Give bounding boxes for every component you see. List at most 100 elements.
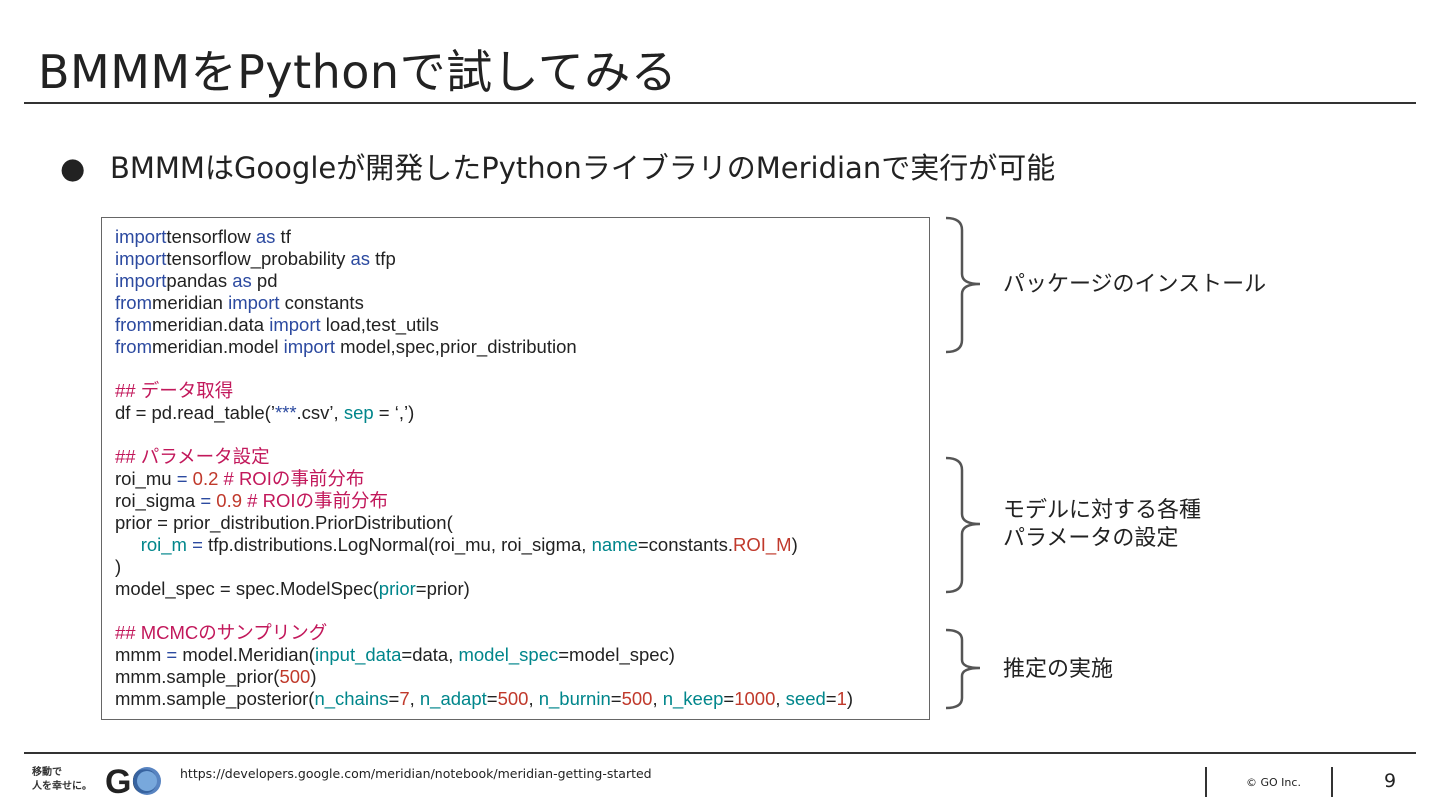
code-token: import <box>283 336 336 357</box>
code-token: 500 <box>497 688 529 709</box>
code-token: = ‘,’) <box>373 402 415 423</box>
code-token: import <box>228 292 280 313</box>
code-token: meridian.model <box>152 336 284 357</box>
code-line: df = pd.read_table(’***.csv’, sep = ‘,’) <box>115 402 853 424</box>
code-token: ) <box>846 688 854 709</box>
code-token: import <box>115 270 167 291</box>
title-divider <box>24 102 1416 104</box>
code-token: = <box>200 490 212 511</box>
code-token: meridian.data <box>152 314 270 335</box>
code-token: sep <box>343 402 374 423</box>
code-line: frommeridian import constants <box>115 292 853 314</box>
code-line: importpandas as pd <box>115 270 853 292</box>
code-token: roi_sigma <box>115 490 201 511</box>
code-token: seed <box>785 688 826 709</box>
code-token: =prior) <box>415 578 470 599</box>
code-token: 0.2 <box>192 468 219 489</box>
code-token: = <box>825 688 837 709</box>
code-token: , <box>652 688 663 709</box>
code-line: mmm = model.Meridian(input_data=data, mo… <box>115 644 853 666</box>
code-token: ) <box>310 666 317 687</box>
page-number: 9 <box>1384 770 1397 792</box>
code-token: =model_spec) <box>558 644 675 665</box>
code-token: roi_mu <box>115 468 177 489</box>
code-token: ) <box>115 556 122 577</box>
code-token: from <box>115 292 152 313</box>
code-line: mmm.sample_posterior(n_chains=7, n_adapt… <box>115 688 853 710</box>
code-token: as <box>232 270 252 291</box>
code-token: 7 <box>399 688 410 709</box>
code-token: input_data <box>314 644 402 665</box>
code-token: # ROIの事前分布 <box>218 468 365 489</box>
code-token: = <box>486 688 498 709</box>
brace-sampling-icon <box>945 628 981 710</box>
code-token: model.Meridian( <box>177 644 315 665</box>
code-token: 1 <box>836 688 847 709</box>
code-token: = <box>388 688 400 709</box>
code-token: tfp <box>370 248 396 269</box>
code-line: importtensorflow as tf <box>115 226 853 248</box>
code-line: ## パラメータ設定 <box>115 446 853 468</box>
code-line <box>115 600 853 622</box>
code-token: import <box>115 226 167 247</box>
code-token: 500 <box>279 666 311 687</box>
slide-title: BMMMをPythonで試してみる <box>38 45 678 99</box>
code-line: prior = prior_distribution.PriorDistribu… <box>115 512 853 534</box>
code-token: n_adapt <box>419 688 487 709</box>
code-token: =constants. <box>637 534 733 555</box>
code-token: ## データ取得 <box>115 380 234 401</box>
code-token: import <box>269 314 321 335</box>
code-line: frommeridian.model import model,spec,pri… <box>115 336 853 358</box>
code-line: mmm.sample_prior(500) <box>115 666 853 688</box>
code-token: meridian <box>152 292 229 313</box>
code-token: roi_m <box>140 534 187 555</box>
code-token: name <box>591 534 638 555</box>
copyright: © GO Inc. <box>1246 776 1301 789</box>
code-token: = <box>166 644 178 665</box>
code-token: as <box>350 248 371 269</box>
code-token: mmm.sample_posterior( <box>115 688 315 709</box>
code-token: , <box>775 688 786 709</box>
code-token: = <box>186 534 203 555</box>
brace-params-icon <box>945 456 981 594</box>
note-params-line2: パラメータの設定 <box>1003 526 1179 551</box>
code-token: prior = prior_distribution.PriorDistribu… <box>115 512 453 533</box>
code-token: ## パラメータ設定 <box>115 446 270 467</box>
code-token: tensorflow_probability <box>166 248 351 269</box>
code-token: 500 <box>621 688 653 709</box>
code-token: n_keep <box>662 688 724 709</box>
code-token: mmm <box>115 644 167 665</box>
code-token: mmm.sample_prior( <box>115 666 280 687</box>
bullet-marker: ● <box>60 151 86 185</box>
code-token: pandas <box>166 270 233 291</box>
code-token: pd <box>251 270 278 291</box>
code-token: df = pd.read_table(’ <box>115 402 275 423</box>
code-line: ## MCMCのサンプリング <box>115 622 853 644</box>
code-token: tf <box>275 226 291 247</box>
code-token: prior <box>378 578 416 599</box>
code-token: ## MCMCのサンプリング <box>115 622 328 643</box>
code-token: model,spec,prior_distribution <box>335 336 577 357</box>
code-line <box>115 424 853 446</box>
code-token: load,test_utils <box>320 314 439 335</box>
code-line <box>115 358 853 380</box>
logo-tagline: 移動で 人を幸せに。 <box>32 767 92 792</box>
code-line: model_spec = spec.ModelSpec(prior=prior) <box>115 578 853 600</box>
code-token: from <box>115 314 152 335</box>
code-token: model_spec = spec.ModelSpec( <box>115 578 379 599</box>
code-token: ROI_M <box>733 534 792 555</box>
code-line: ## データ取得 <box>115 380 853 402</box>
code-line: ) <box>115 556 853 578</box>
code-line: roi_mu = 0.2 # ROIの事前分布 <box>115 468 853 490</box>
code-token: tfp.distributions.LogNormal(roi_mu, roi_… <box>202 534 592 555</box>
code-line: roi_sigma = 0.9 # ROIの事前分布 <box>115 490 853 512</box>
footer-divider <box>24 752 1416 754</box>
bullet-text: BMMMはGoogleが開発したPythonライブラリのMeridianで実行が… <box>110 151 1056 185</box>
code-line: frommeridian.data import load,test_utils <box>115 314 853 336</box>
code-token: = <box>610 688 622 709</box>
code-line: importtensorflow_probability as tfp <box>115 248 853 270</box>
source-url[interactable]: https://developers.google.com/meridian/n… <box>180 766 652 781</box>
go-logo-icon: GO <box>105 763 161 798</box>
code-token: = <box>723 688 735 709</box>
